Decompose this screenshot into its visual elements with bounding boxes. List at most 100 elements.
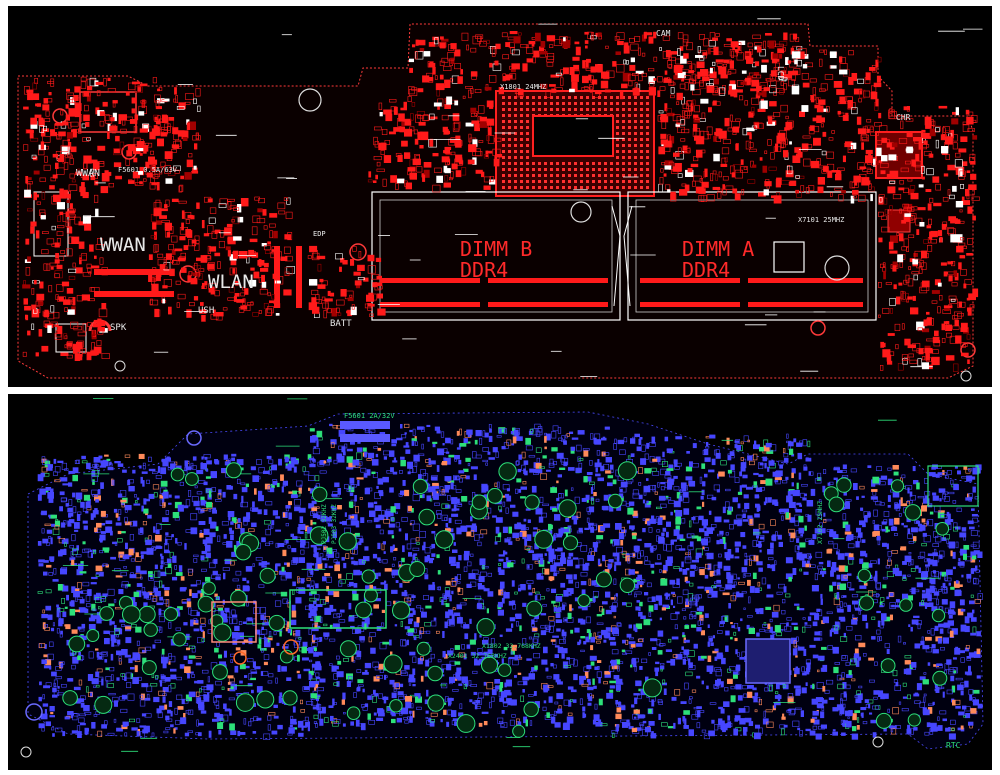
cpu-ball [628, 126, 631, 129]
bottom-component [82, 507, 87, 512]
bottom-component [528, 694, 534, 697]
top-component [848, 145, 854, 150]
bottom-component [583, 641, 587, 645]
cpu-ball [532, 102, 535, 105]
cpu-ball [628, 174, 631, 177]
top-component [734, 49, 739, 53]
bottom-component [400, 460, 406, 467]
top-component [722, 176, 729, 181]
bottom-component [437, 448, 444, 456]
cpu-ball [646, 162, 649, 165]
top-component [68, 210, 75, 214]
bottom-component [231, 453, 237, 457]
cpu-ball [634, 186, 637, 189]
top-component [912, 258, 919, 265]
top-component [531, 42, 535, 47]
top-component [756, 46, 762, 53]
bottom-component [242, 517, 250, 522]
bottom-component [118, 658, 122, 665]
bottom-component [468, 680, 472, 686]
bottom-component [332, 698, 335, 706]
bottom-component [200, 555, 205, 561]
bottom-component [273, 704, 278, 709]
cpu-ball [586, 174, 589, 177]
bottom-component [47, 614, 53, 620]
bottom-component [92, 494, 99, 497]
top-component [668, 80, 675, 86]
top-component [966, 334, 971, 340]
top-component [119, 141, 125, 151]
top-component [844, 96, 853, 104]
cpu-ball [526, 156, 529, 159]
top-component [745, 57, 754, 64]
bottom-component [143, 508, 149, 514]
top-component [166, 232, 171, 238]
bottom-component [522, 638, 527, 646]
bottom-component [145, 539, 152, 546]
bottom-component [515, 613, 522, 619]
cpu-ball [514, 162, 517, 165]
bottom-component [535, 447, 542, 453]
bottom-component [552, 635, 559, 638]
top-component [22, 351, 27, 357]
top-component [264, 245, 271, 251]
top-component [441, 38, 449, 42]
top-component [822, 108, 828, 112]
top-component [228, 287, 235, 293]
top-component [115, 175, 122, 180]
bottom-component [158, 615, 165, 623]
bottom-component [116, 650, 123, 656]
bottom-component [184, 460, 189, 467]
bottom-component [221, 686, 225, 691]
bottom-component [374, 505, 382, 511]
top-component [337, 312, 342, 316]
top-component [745, 52, 750, 57]
bottom-component [437, 513, 442, 520]
bottom-component [80, 501, 85, 508]
cpu-ball [610, 162, 613, 165]
top-component [663, 173, 667, 177]
top-component [630, 57, 636, 63]
top-component [697, 46, 701, 54]
bottom-component [215, 705, 220, 709]
cpu-ball [646, 144, 649, 147]
bottom-component [228, 527, 232, 531]
bottom-component [127, 479, 131, 486]
top-component [881, 137, 888, 143]
top-component [681, 78, 685, 82]
top-component [101, 291, 109, 297]
bottom-component [83, 704, 90, 712]
top-component [69, 158, 74, 165]
top-component [60, 352, 69, 356]
bottom-component [195, 732, 201, 736]
top-component [861, 136, 868, 141]
cpu-ball [616, 168, 619, 171]
bottom-component [38, 696, 42, 702]
bottom-component [127, 693, 135, 701]
bottom-component [450, 581, 457, 587]
bottom-component [132, 677, 139, 684]
top-component [23, 298, 29, 305]
top-component [164, 98, 170, 102]
cpu-ball [514, 186, 517, 189]
top-component [434, 37, 439, 45]
bottom-component [383, 580, 387, 583]
top-component [214, 230, 218, 235]
bottom-component [146, 693, 150, 699]
bottom-component [470, 530, 475, 537]
top-component [410, 113, 414, 121]
top-component [865, 72, 871, 81]
bottom-component [54, 525, 60, 530]
top-component [783, 67, 787, 74]
top-component [208, 288, 215, 293]
bottom-component [408, 683, 412, 686]
bottom-component [84, 727, 89, 735]
top-component [156, 220, 162, 225]
top-component [546, 35, 556, 42]
bottom-component [313, 601, 317, 605]
bottom-component [71, 730, 79, 734]
bottom-component [37, 591, 43, 594]
top-component [77, 331, 86, 337]
bottom-component [102, 547, 110, 551]
bottom-component [549, 621, 555, 627]
